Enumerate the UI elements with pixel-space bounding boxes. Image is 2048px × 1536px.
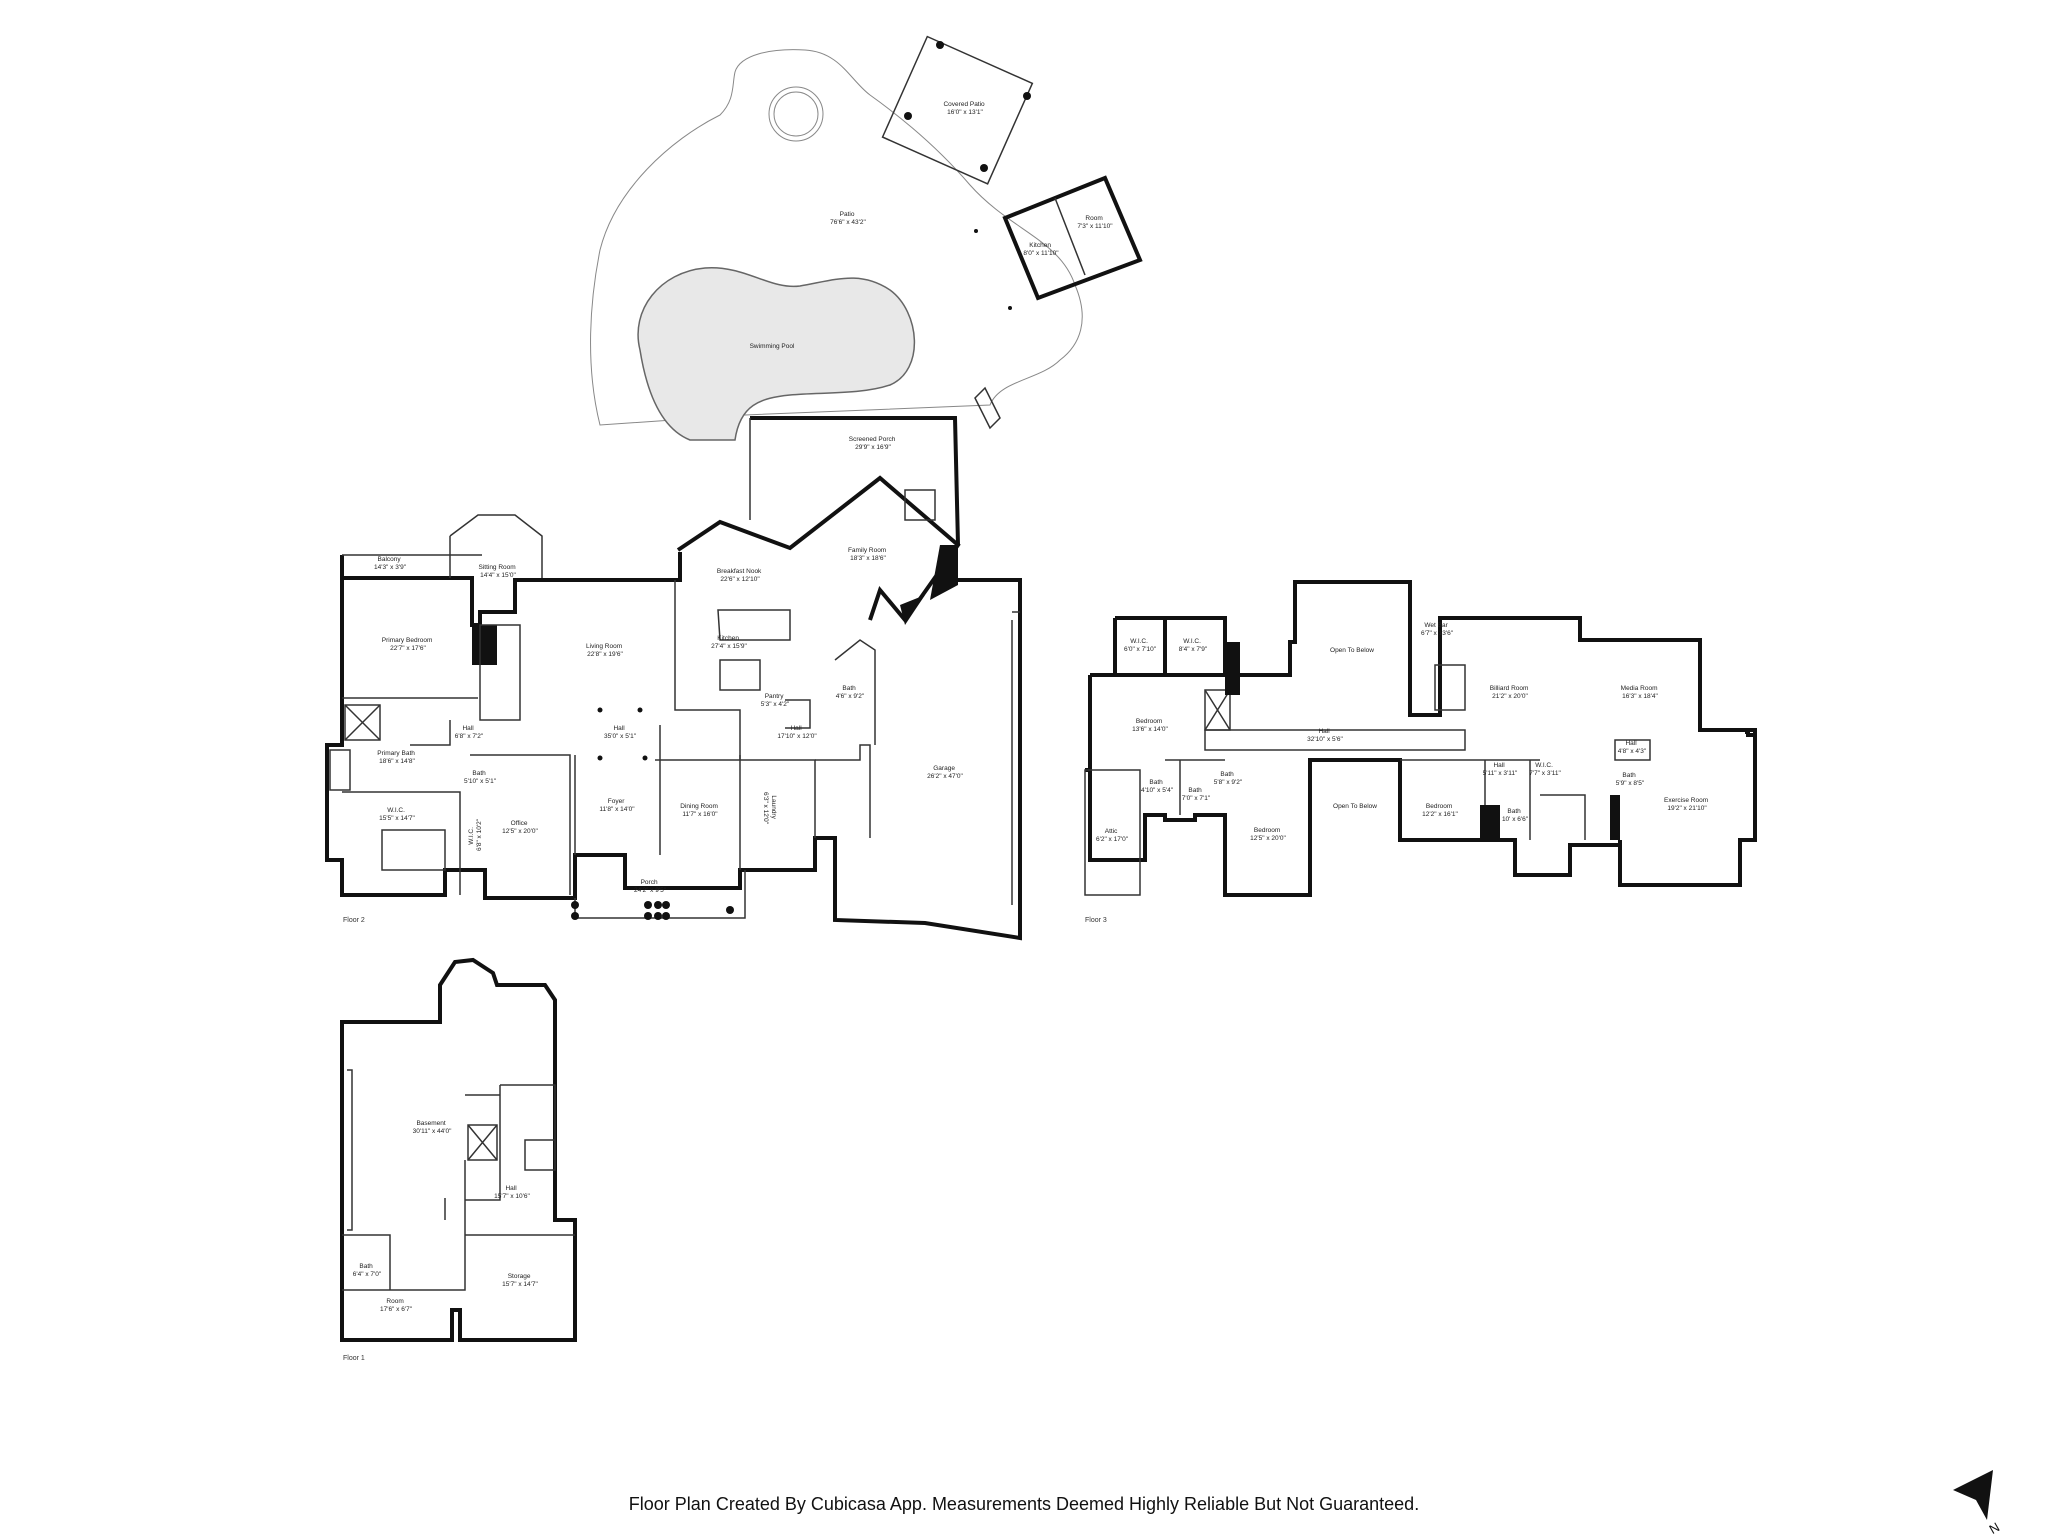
outdoor-area: Covered Patio 16'0" x 13'1" Patio 76'6" … [590, 35, 1143, 441]
wet-bar-label: Wet Bar 6'7" x 13'6" [1421, 622, 1454, 637]
dining-room-label: Dining Room 11'7" x 16'0" [680, 803, 719, 818]
f3-bedroom-1-label: Bedroom 13'6" x 14'0" [1132, 718, 1168, 733]
basement-label: Basement 30'11" x 44'0" [413, 1120, 452, 1135]
post [980, 164, 988, 172]
open-to-below-1-label: Open To Below [1330, 647, 1374, 654]
swimming-pool [637, 267, 916, 441]
f3-wic-3-label: W.I.C. 7'7" x 3'11" [1529, 762, 1561, 777]
primary-bath-label: Primary Bath 18'6" x 14'8" [377, 750, 416, 765]
f3-bath-3-label: Bath 7'0" x 7'1" [1182, 787, 1211, 802]
post [1023, 92, 1031, 100]
hall-a-label: Hall 6'8" x 7'2" [455, 725, 484, 740]
floor-1-plan: Basement 30'11" x 44'0" Hall 15'7" x 10'… [340, 957, 577, 1362]
disclaimer-footer: Floor Plan Created By Cubicasa App. Meas… [628, 1494, 1420, 1514]
island [381, 829, 446, 871]
f3-south-wall [1088, 758, 1620, 897]
patio-outline [590, 49, 1083, 426]
sitting-room-label: Sitting Room 14'4" x 15'0" [478, 564, 517, 579]
f3-wic-2-label: W.I.C. 8'4" x 7'9" [1179, 638, 1208, 653]
f3-hall-main-label: Hall 32'10" x 5'6" [1307, 728, 1343, 743]
f3-hall-outline [1204, 729, 1466, 751]
balcony-label: Balcony 14'3" x 3'9" [374, 556, 407, 571]
foyer-label: Foyer 11'8" x 14'0" [599, 798, 635, 813]
stairs [524, 1139, 556, 1171]
f3-hall-right-label: Hall 4'8" x 4'3" [1618, 740, 1647, 755]
floor2-outline [325, 578, 1022, 941]
living-room-label: Living Room 22'8" x 19'6" [586, 643, 624, 658]
post [936, 41, 944, 49]
kitchen-label: Kitchen 27'4" x 15'9" [711, 635, 747, 650]
f1-hall-label: Hall 15'7" x 10'6" [494, 1185, 530, 1200]
breakfast-nook-label: Breakfast Nook 22'6" x 12'10" [717, 568, 763, 583]
post [904, 112, 912, 120]
bath-main-label: Bath 4'6" x 9'2" [836, 685, 865, 700]
f3-bath-1-label: Bath 5'8" x 9'2" [1214, 771, 1243, 786]
tub [329, 749, 351, 791]
f3-wic-1-label: W.I.C. 6'0" x 7'10" [1124, 638, 1157, 653]
hot-tub-inner [773, 91, 819, 137]
floor-3-plan: W.I.C. 6'0" x 7'10" W.I.C. 8'4" x 7'9" O… [1084, 580, 1757, 924]
f3-north-wall [1090, 580, 1757, 737]
laundry-label: Laundry 6'3" x 12'0" [762, 792, 777, 825]
f1-bath-label: Bath 6'4" x 7'0" [353, 1263, 382, 1278]
covered-patio-label: Covered Patio 16'0" x 13'1" [943, 101, 986, 116]
exercise-room-wall [1618, 728, 1757, 887]
f3-hall-2-label: Hall 5'11" x 3'11" [1483, 762, 1518, 777]
bath-small-label: Bath 5'10" x 5'1" [464, 770, 497, 785]
porch-outline [574, 870, 746, 919]
f1-room-label: Room 17'6" x 6'7" [380, 1298, 413, 1313]
steps [974, 386, 1001, 430]
kitchen-island [719, 659, 761, 691]
pantry-label: Pantry 5'3" x 4'2" [761, 693, 790, 708]
f3-bedroom-3-label: Bedroom 12'2" x 16'1" [1422, 803, 1458, 818]
bath-main-wall [834, 639, 876, 745]
wic-primary-label: W.I.C. 15'5" x 14'7" [379, 807, 415, 822]
screened-porch-label: Screened Porch 29'9" x 16'9" [849, 436, 897, 451]
porch-label: Porch 24'2" x 9'5" [634, 879, 667, 894]
fireplace [904, 489, 936, 521]
attic-outline [1084, 769, 1141, 896]
screened-porch-wall [750, 416, 960, 546]
floor-2-label: Floor 2 [343, 917, 365, 924]
floor2-north-wall [340, 552, 682, 627]
pool-house-divider [1054, 197, 1086, 276]
swimming-pool-label: Swimming Pool [750, 343, 795, 350]
wet-bar-counter [1434, 664, 1466, 711]
family-room-label: Family Room 18'3" x 18'6" [848, 547, 888, 562]
attic-label: Attic 6'2" x 17'0" [1096, 828, 1129, 843]
storage-label: Storage 15'7" x 14'7" [502, 1273, 538, 1288]
f3-bath-4-label: Bath 5'9" x 8'5" [1616, 772, 1645, 787]
patio-label: Patio 76'6" x 43'2" [830, 211, 866, 226]
covered-patio-outline [881, 35, 1034, 185]
sitting-room-bay [449, 514, 543, 578]
north-arrow-icon [1953, 1470, 1993, 1520]
hall-b-label: Hall 35'0" x 5'1" [604, 725, 637, 740]
floor-1-label: Floor 1 [343, 1355, 365, 1362]
family-room-wall [676, 475, 961, 624]
billiard-room-label: Billiard Room 21'2" x 20'0" [1490, 685, 1530, 700]
garage-label: Garage 26'2" x 47'0" [927, 765, 963, 780]
media-room-label: Media Room 16'3" x 18'4" [1621, 685, 1660, 700]
wic-side-label: W.I.C. 6'8" x 10'2" [468, 818, 483, 851]
primary-bedroom-label: Primary Bedroom 22'7" x 17'6" [382, 637, 434, 652]
f3-bath-5-label: Bath 10' x 6'6" [1502, 808, 1529, 823]
hot-tub [768, 86, 824, 142]
hall-c-label: Hall 17'10" x 12'0" [777, 725, 817, 740]
kitchen-counter [717, 609, 791, 641]
office-label: Office 12'5" x 20'0" [502, 820, 538, 835]
open-to-below-2-label: Open To Below [1333, 803, 1377, 810]
outdoor-room-label: Room 7'3" x 11'10" [1077, 215, 1113, 230]
basement-outline [340, 957, 577, 1342]
outdoor-kitchen-label: Kitchen 8'0" x 11'10" [1023, 242, 1059, 257]
floor-3-label: Floor 3 [1085, 917, 1107, 924]
pool-house-wall [1002, 175, 1143, 301]
floor-2-plan: Screened Porch 29'9" x 16'9" Breakfast N… [325, 416, 1022, 941]
exercise-room-label: Exercise Room 19'2" x 21'10" [1664, 797, 1710, 812]
f3-bedroom-2-label: Bedroom 12'5" x 20'0" [1250, 827, 1286, 842]
compass-label: N [1987, 1519, 2003, 1536]
f3-bath-2-label: Bath 4'10" x 5'4" [1141, 779, 1174, 794]
